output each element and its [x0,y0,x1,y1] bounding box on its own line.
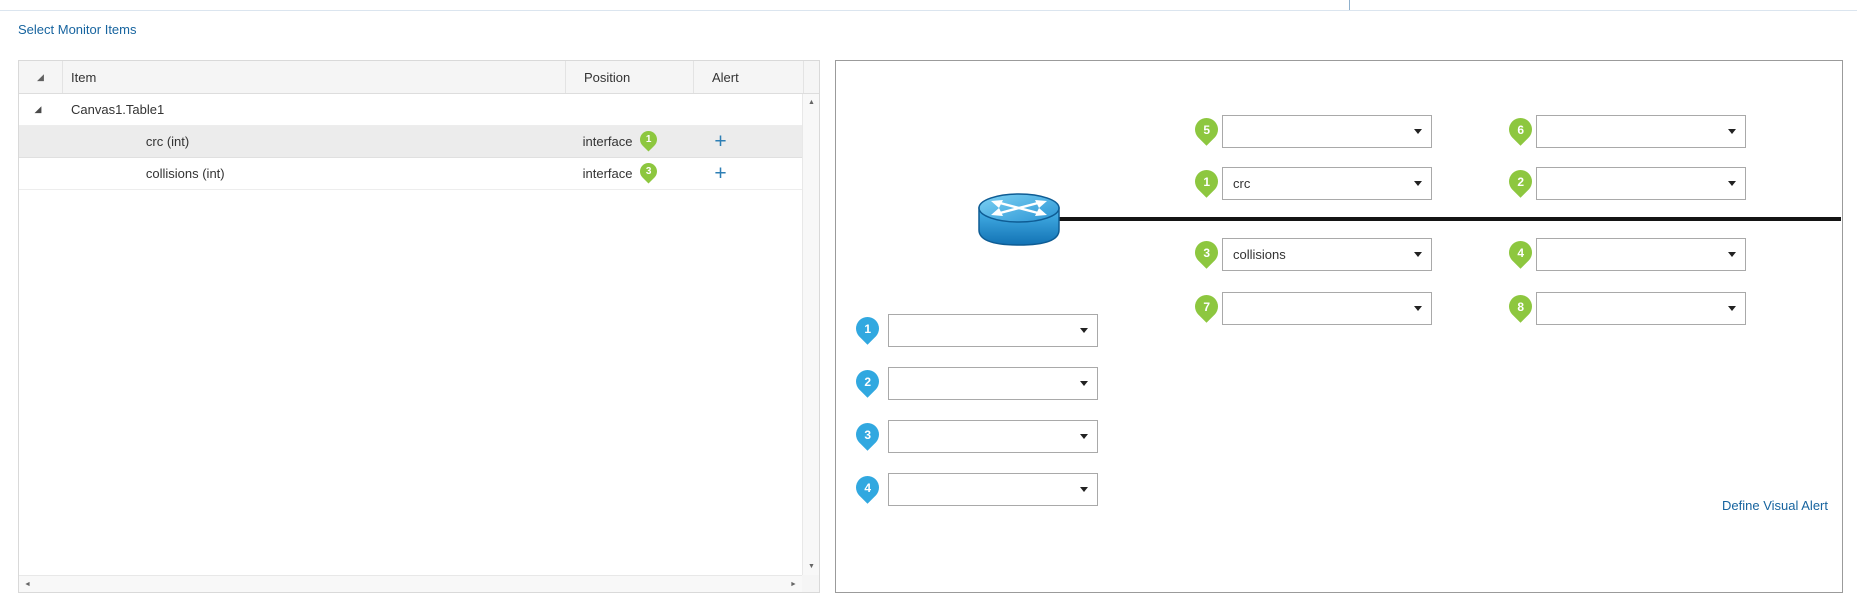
dropdown-arrow-icon [1071,328,1097,333]
dropdown-arrow-icon [1405,129,1431,134]
pin-number: 7 [1203,299,1210,314]
vertical-scrollbar[interactable]: ▲ ▼ [802,94,819,575]
scrollbar-corner [802,575,819,592]
green-slot-6-dropdown[interactable] [1536,115,1746,148]
select-monitor-items-link[interactable]: Select Monitor Items [18,22,137,37]
position-pin-icon: 3 [635,158,661,184]
green-pin-4[interactable]: 4 [1504,236,1537,269]
position-cell: interface 3 [565,158,693,189]
alert-cell: + [692,126,802,157]
scroll-left-icon: ◄ [24,581,31,588]
horizontal-scrollbar[interactable]: ◄ ► [19,575,802,592]
scroll-right-button[interactable]: ► [785,576,802,593]
pin-number: 1 [864,321,871,336]
blue-slot-3-dropdown[interactable] [888,420,1098,453]
router-icon [976,188,1062,252]
scroll-up-icon: ▲ [808,99,815,106]
pin-number: 6 [1517,122,1524,137]
scroll-right-icon: ► [790,581,797,588]
blue-pin-3[interactable]: 3 [851,418,884,451]
green-pin-8[interactable]: 8 [1504,290,1537,323]
pin-number: 2 [864,374,871,389]
green-pin-6[interactable]: 6 [1504,113,1537,146]
dropdown-arrow-icon [1405,252,1431,257]
green-slot-4-dropdown[interactable] [1536,238,1746,271]
dropdown-arrow-icon [1405,181,1431,186]
green-slot-3-dropdown[interactable]: collisions [1222,238,1432,271]
network-link-line [1034,217,1841,221]
dropdown-value: collisions [1233,247,1286,262]
position-pin-icon: 1 [635,126,661,152]
blue-slot-1-dropdown[interactable] [888,314,1098,347]
dropdown-arrow-icon [1719,252,1745,257]
item-label: collisions (int) [145,166,225,181]
position-label: interface [582,166,633,181]
dropdown-arrow-icon [1719,181,1745,186]
column-header-alert[interactable]: Alert [694,61,804,93]
blue-pin-4[interactable]: 4 [851,471,884,504]
green-slot-1-dropdown[interactable]: crc [1222,167,1432,200]
pin-number: 3 [645,165,651,177]
expander-cell [19,158,63,189]
scroll-down-icon: ▼ [808,563,815,570]
dropdown-arrow-icon [1719,306,1745,311]
green-pin-1[interactable]: 1 [1190,165,1223,198]
pin-number: 1 [1203,174,1210,189]
pin-number: 4 [864,480,871,495]
blue-slot-4-dropdown[interactable] [888,473,1098,506]
green-pin-2[interactable]: 2 [1504,165,1537,198]
dropdown-arrow-icon [1071,381,1097,386]
pin-number: 8 [1517,299,1524,314]
dropdown-arrow-icon [1071,487,1097,492]
blue-pin-1[interactable]: 1 [851,312,884,345]
dropdown-arrow-icon [1719,129,1745,134]
table-header: ◢ Item Position Alert [19,61,819,94]
scroll-up-button[interactable]: ▲ [803,94,820,111]
position-label: interface [582,134,633,149]
group-label: Canvas1.Table1 [71,102,165,117]
table-row-crc[interactable]: crc (int) interface 1 + [19,126,802,158]
tree-group-row[interactable]: ◢ Canvas1.Table1 [19,94,802,126]
dropdown-arrow-icon [1405,306,1431,311]
scroll-left-button[interactable]: ◄ [19,576,36,593]
add-alert-button[interactable]: + [714,162,727,185]
pin-number: 4 [1517,245,1524,260]
pin-number: 3 [1203,245,1210,260]
green-slot-8-dropdown[interactable] [1536,292,1746,325]
alert-cell: + [692,158,802,189]
column-header-item[interactable]: Item [63,61,566,93]
green-slot-5-dropdown[interactable] [1222,115,1432,148]
table-row-collisions[interactable]: collisions (int) interface 3 + [19,158,802,190]
blue-pin-2[interactable]: 2 [851,365,884,398]
define-visual-alert-link[interactable]: Define Visual Alert [1722,498,1828,513]
monitor-items-panel: ◢ Item Position Alert ◢ Canvas1.Table1 c… [18,60,820,593]
top-divider [0,10,1857,11]
header-corner-cell[interactable]: ◢ [19,61,63,93]
collapse-all-icon: ◢ [37,71,44,82]
add-alert-button[interactable]: + [714,130,727,153]
scroll-down-button[interactable]: ▼ [803,558,820,575]
item-label: crc (int) [145,134,190,149]
expander-cell: ◢ [19,94,63,125]
green-pin-5[interactable]: 5 [1190,113,1223,146]
table-body: ◢ Canvas1.Table1 crc (int) interface 1 +… [19,94,802,575]
green-pin-3[interactable]: 3 [1190,236,1223,269]
expander-cell [19,126,63,157]
column-header-position[interactable]: Position [566,61,694,93]
pin-number: 2 [1517,174,1524,189]
pin-number: 5 [1203,122,1210,137]
pin-number: 1 [645,133,651,145]
green-slot-7-dropdown[interactable] [1222,292,1432,325]
green-slot-2-dropdown[interactable] [1536,167,1746,200]
expander-icon[interactable]: ◢ [34,104,42,114]
green-pin-7[interactable]: 7 [1190,290,1223,323]
visual-monitor-panel: 5 6 1 crc 2 3 collisions 4 7 8 1 [835,60,1843,593]
position-cell: interface 1 [565,126,693,157]
dropdown-value: crc [1233,176,1251,191]
blue-slot-2-dropdown[interactable] [888,367,1098,400]
dropdown-arrow-icon [1071,434,1097,439]
pin-number: 3 [864,427,871,442]
top-divider-tick [1349,0,1350,10]
